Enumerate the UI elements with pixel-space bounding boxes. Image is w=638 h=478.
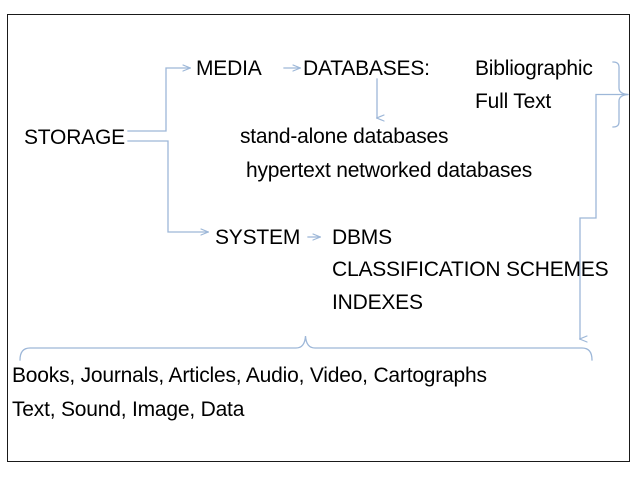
node-bottom-format-list: Text, Sound, Image, Data: [12, 398, 245, 421]
node-stand-alone-databases: stand-alone databases: [240, 125, 449, 148]
node-bibliographic: Bibliographic: [475, 57, 593, 80]
node-databases: DATABASES:: [303, 57, 430, 80]
slide-frame: [7, 14, 630, 462]
node-media: MEDIA: [196, 57, 262, 80]
node-dbms: DBMS: [332, 226, 392, 249]
node-classification-schemes: CLASSIFICATION SCHEMES: [332, 258, 609, 281]
node-hypertext-networked-databases: hypertext networked databases: [246, 159, 533, 182]
node-full-text: Full Text: [475, 90, 552, 113]
node-bottom-media-list: Books, Journals, Articles, Audio, Video,…: [12, 364, 487, 387]
node-system: SYSTEM: [215, 226, 301, 249]
node-indexes: INDEXES: [332, 291, 423, 314]
node-storage: STORAGE: [24, 126, 125, 149]
